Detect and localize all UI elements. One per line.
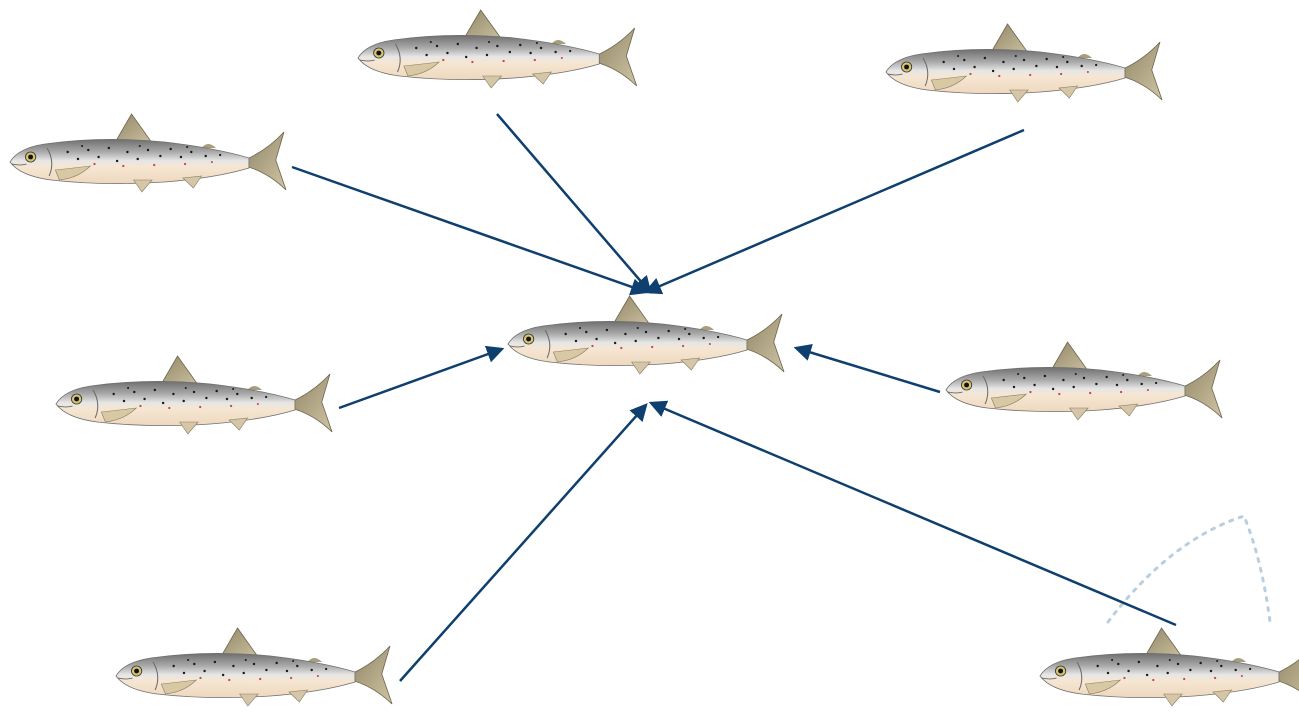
fish-center [507, 295, 785, 375]
arrow-top-right-to-center [643, 128, 1025, 295]
trout-fish-icon [115, 627, 393, 707]
fish-middle-right [945, 341, 1223, 421]
arrow-upper-left-to-center [291, 165, 649, 296]
arrow-middle-right-to-center [793, 344, 941, 394]
trout-fish-icon [357, 9, 638, 89]
trout-fish-icon [9, 113, 287, 193]
trout-fish-icon [945, 341, 1223, 421]
arrow-bottom-left-to-center [399, 403, 648, 682]
fish-top-right [885, 23, 1163, 103]
fish-bottom-left [115, 627, 393, 707]
trout-fish-icon [885, 23, 1163, 103]
arrows-group [291, 113, 1177, 682]
trout-fish-icon [507, 295, 785, 375]
fish-bottom-right [1039, 627, 1299, 707]
arrow-bottom-right-to-center [648, 400, 1177, 627]
fish-middle-left [55, 355, 333, 435]
fish-upper-left [9, 113, 287, 193]
dotted-arc-decoration [1106, 514, 1272, 624]
arrow-top-middle-to-center [496, 113, 652, 294]
arrow-middle-left-to-center [338, 345, 505, 410]
trout-fish-icon [55, 355, 333, 435]
fish-top-middle [357, 9, 638, 89]
trout-fish-icon [1039, 627, 1299, 707]
